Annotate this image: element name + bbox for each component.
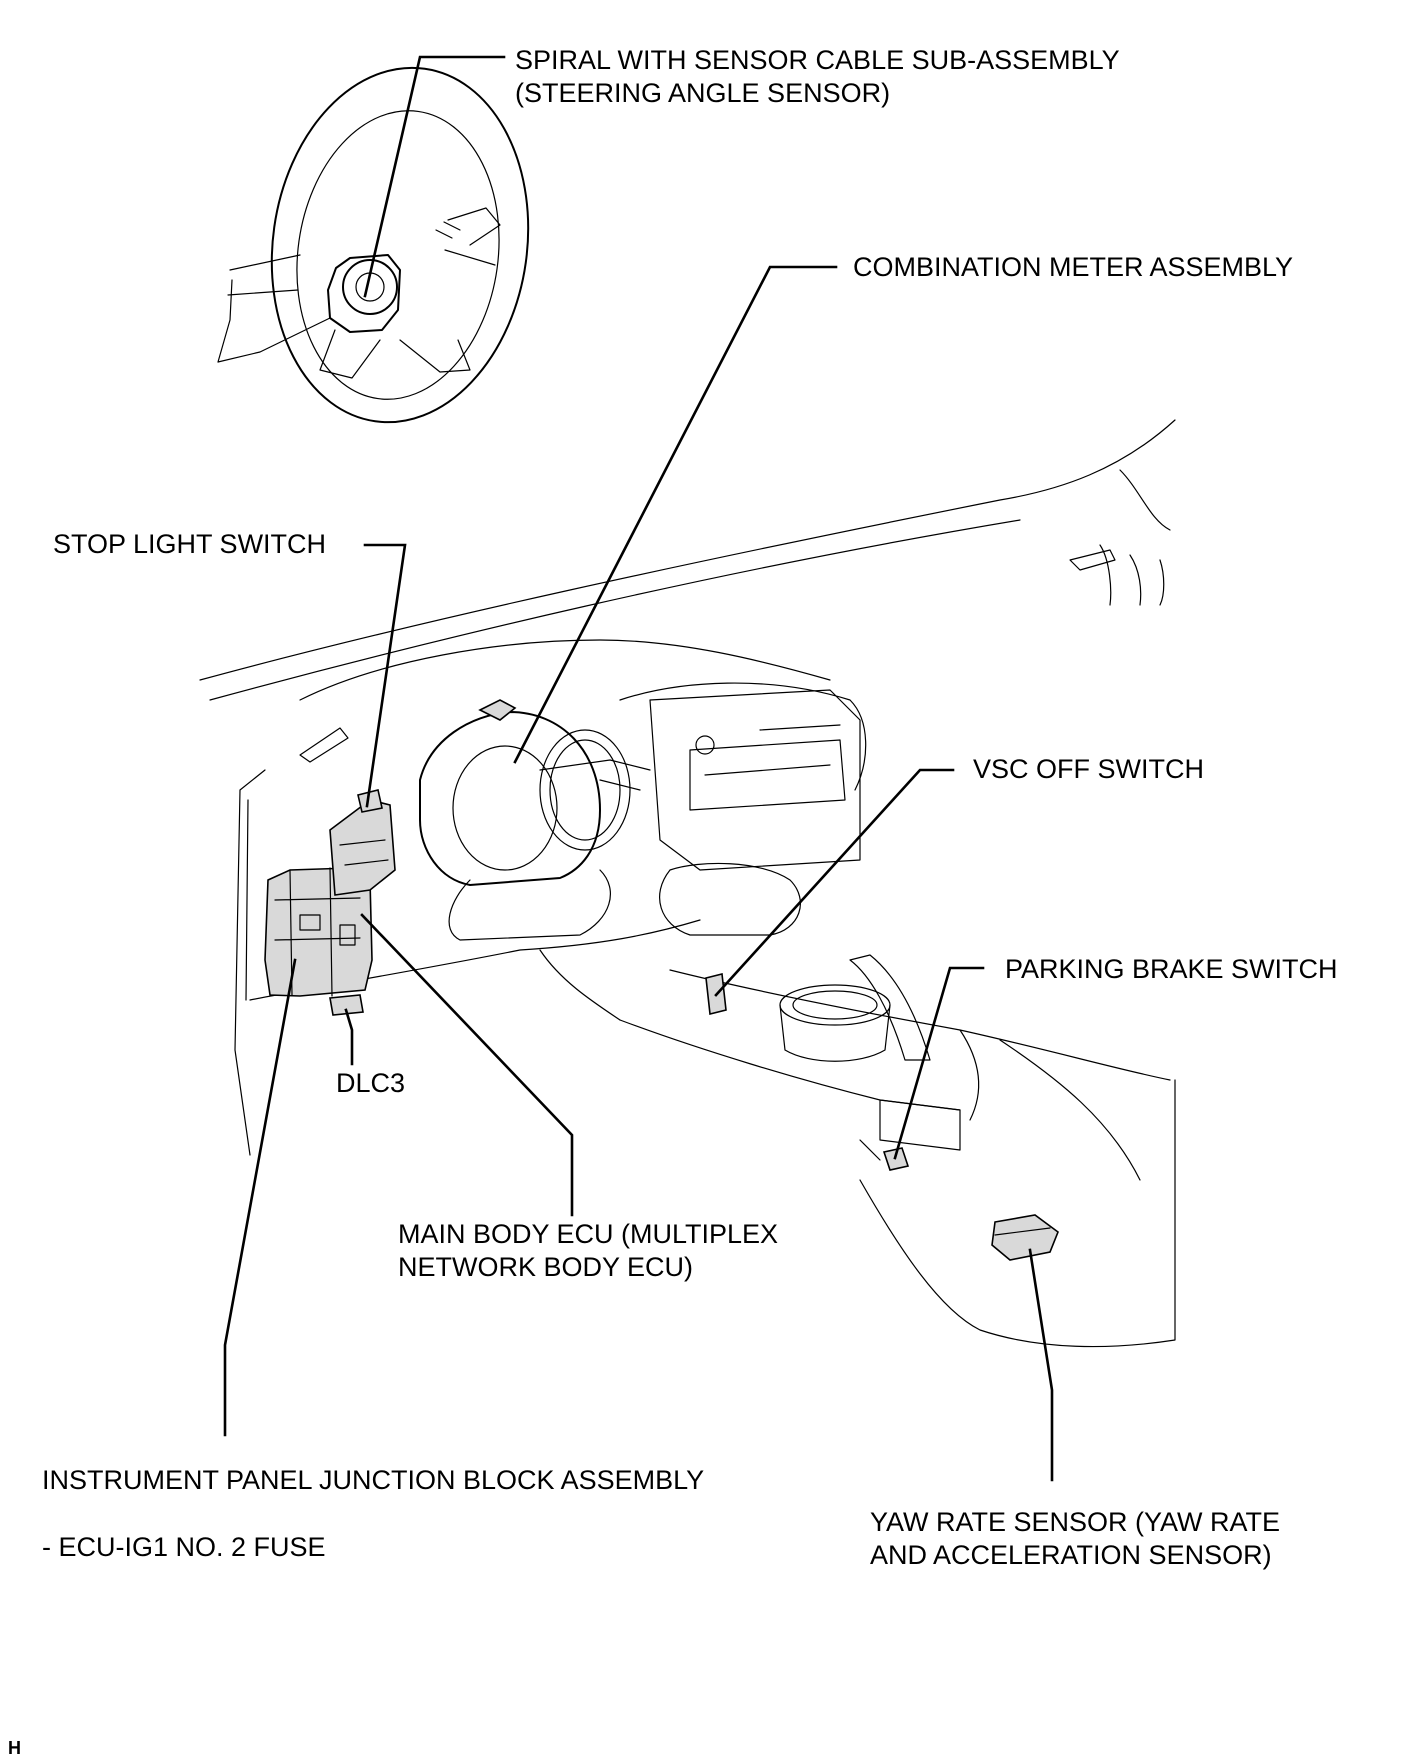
- spiral-cable-label: SPIRAL WITH SENSOR CABLE SUB-ASSEMBLY (S…: [515, 44, 1120, 110]
- spiral-cable-label-line2: (STEERING ANGLE SENSOR): [515, 78, 891, 108]
- combination-meter-label: COMBINATION METER ASSEMBLY: [853, 252, 1294, 282]
- corner-mark: H: [8, 1738, 21, 1758]
- parking-brake-switch-label: PARKING BRAKE SWITCH: [1005, 954, 1338, 984]
- stop-light-switch-illustration: [357, 789, 383, 813]
- vsc-off-switch-label: VSC OFF SWITCH: [973, 754, 1204, 784]
- yaw-rate-sensor-label: YAW RATE SENSOR (YAW RATE AND ACCELERATI…: [870, 1506, 1280, 1572]
- junction-block-illustration: [264, 867, 373, 997]
- instrument-panel-junction-block-label: INSTRUMENT PANEL JUNCTION BLOCK ASSEMBLY: [42, 1465, 705, 1495]
- ecu-ig1-fuse-label: - ECU-IG1 NO. 2 FUSE: [42, 1532, 326, 1562]
- instrument-panel-illustration: [199, 419, 1176, 1348]
- yaw-rate-sensor-label-line1: YAW RATE SENSOR (YAW RATE: [870, 1507, 1281, 1537]
- steering-wheel-illustration: [217, 66, 530, 424]
- meter-connector-illustration: [478, 699, 517, 721]
- main-body-ecu-label: MAIN BODY ECU (MULTIPLEX NETWORK BODY EC…: [398, 1218, 778, 1284]
- stop-light-switch-label: STOP LIGHT SWITCH: [53, 529, 327, 559]
- main-body-ecu-label-line2: NETWORK BODY ECU): [398, 1252, 694, 1282]
- leader-lines: [223, 55, 1054, 1482]
- dlc3-label: DLC3: [336, 1068, 406, 1098]
- spiral-cable-label-line1: SPIRAL WITH SENSOR CABLE SUB-ASSEMBLY: [515, 45, 1120, 75]
- main-body-ecu-label-line1: MAIN BODY ECU (MULTIPLEX: [398, 1219, 779, 1249]
- main-body-ecu-illustration: [329, 799, 396, 896]
- dlc3-illustration: [329, 994, 364, 1016]
- yaw-rate-sensor-label-line2: AND ACCELERATION SENSOR): [870, 1540, 1272, 1570]
- yaw-rate-sensor-illustration: [991, 1214, 1059, 1261]
